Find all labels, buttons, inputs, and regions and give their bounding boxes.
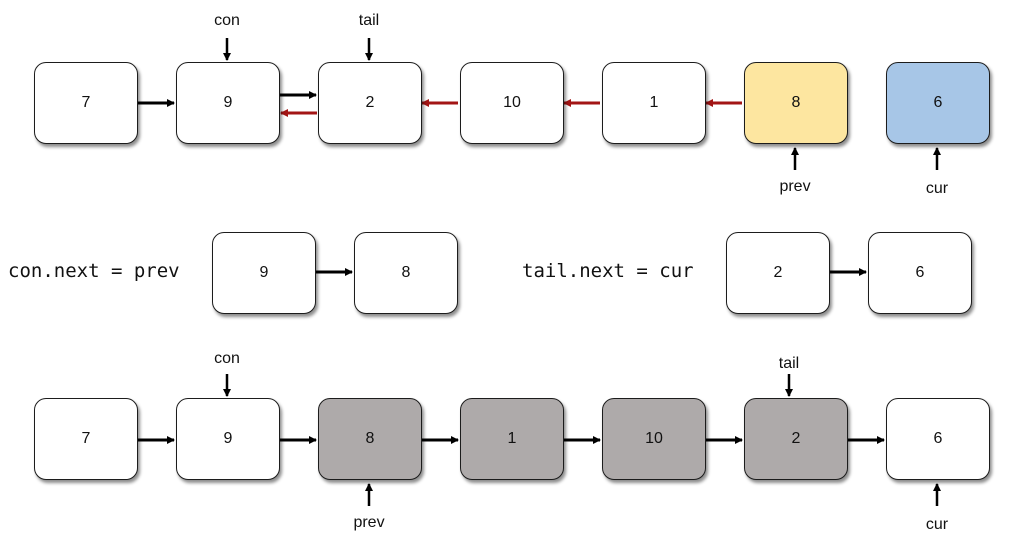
pointer-label-prev-final: prev: [353, 514, 385, 531]
row1-node-2: 9: [176, 62, 280, 144]
row3-node-2: 9: [176, 398, 280, 480]
row3-node-reversed-2: 1: [460, 398, 564, 480]
row3-node-cur: 6: [886, 398, 990, 480]
pointer-label-tail-final: tail: [778, 355, 800, 372]
row1-node-1: 7: [34, 62, 138, 144]
pointer-label-con-final: con: [214, 350, 240, 367]
pointer-label-con: con: [214, 12, 240, 29]
pointer-label-cur: cur: [925, 180, 949, 197]
row2-node-2: 2: [726, 232, 830, 314]
code-con-next-assignment: con.next = prev: [8, 260, 180, 282]
row1-node-4: 10: [460, 62, 564, 144]
pointer-label-prev: prev: [779, 178, 811, 195]
code-tail-next-assignment: tail.next = cur: [522, 260, 694, 282]
row3-node-reversed-3: 10: [602, 398, 706, 480]
row1-node-3: 2: [318, 62, 422, 144]
row2-node-8: 8: [354, 232, 458, 314]
row3-node-1: 7: [34, 398, 138, 480]
row1-node-5: 1: [602, 62, 706, 144]
pointer-label-tail: tail: [358, 12, 380, 29]
row1-node-prev: 8: [744, 62, 848, 144]
row3-node-reversed-1: 8: [318, 398, 422, 480]
row2-node-6: 6: [868, 232, 972, 314]
row1-node-cur: 6: [886, 62, 990, 144]
pointer-label-cur-final: cur: [925, 516, 949, 533]
row2-node-9: 9: [212, 232, 316, 314]
row3-node-reversed-4: 2: [744, 398, 848, 480]
